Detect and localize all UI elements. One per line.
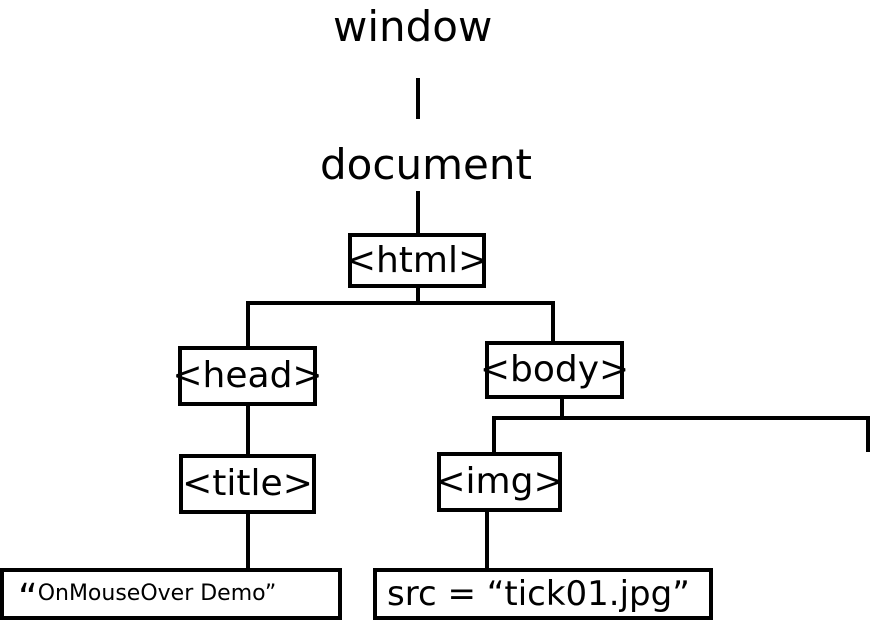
node-window: window [333,2,493,51]
node-img: <img> [435,452,564,512]
node-img-src: src = “tick01.jpg” [373,568,713,620]
node-html: <html> [346,233,488,288]
node-body: <body> [480,341,629,399]
title-text-open-quote: “ [18,576,38,620]
node-document: document [320,140,532,189]
node-title: <title> [179,454,316,514]
node-title-text: “ OnMouseOver Demo” [0,568,342,620]
title-text-value: OnMouseOver Demo” [37,581,277,606]
node-head: <head> [172,346,323,406]
